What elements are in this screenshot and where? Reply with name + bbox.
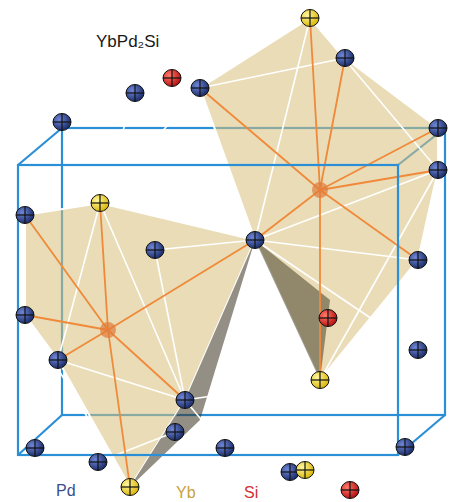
atom [16, 307, 34, 324]
atom [49, 352, 67, 369]
atom [311, 372, 329, 389]
atom [146, 242, 164, 259]
atom [396, 439, 414, 456]
atom [16, 207, 34, 224]
atom [341, 482, 359, 499]
atom [301, 10, 319, 27]
atom [121, 479, 139, 496]
atom [89, 454, 107, 471]
atom [319, 310, 337, 327]
atom [429, 120, 447, 137]
coordination-polyhedra [25, 18, 438, 487]
atom [91, 195, 109, 212]
atom [166, 424, 184, 441]
atom [409, 342, 427, 359]
atom [296, 462, 314, 479]
atom [126, 85, 144, 102]
atom [409, 252, 427, 269]
atom [216, 440, 234, 457]
element-label: Yb [176, 484, 196, 502]
atom [246, 232, 264, 249]
formula-title: YbPd₂Si [96, 32, 159, 52]
atom [26, 440, 44, 457]
element-label: Pd [56, 482, 76, 500]
atom [53, 114, 71, 131]
atom [163, 70, 181, 87]
atom [176, 392, 194, 409]
atom [429, 162, 447, 179]
atoms [16, 10, 447, 499]
unit-cell [18, 165, 398, 455]
atom [191, 80, 209, 97]
element-label: Si [244, 484, 258, 502]
atom [336, 50, 354, 67]
